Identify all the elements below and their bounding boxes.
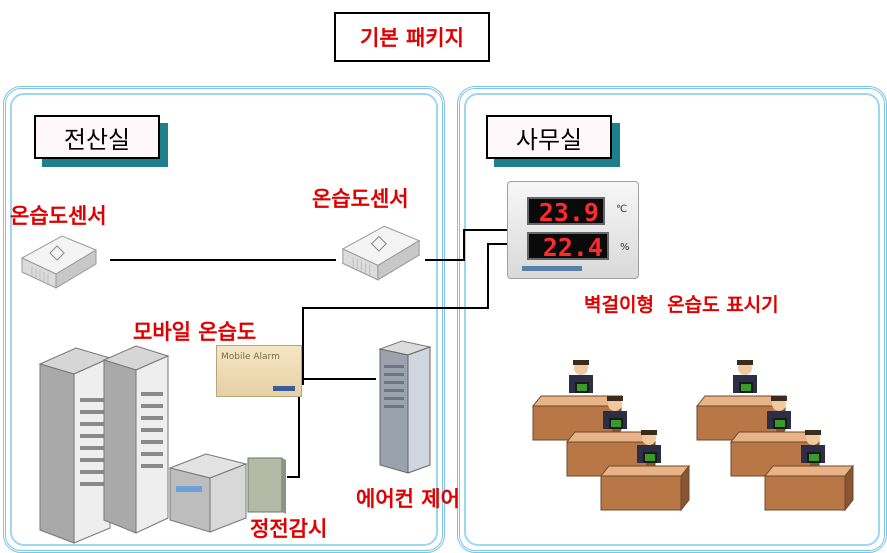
office-sensor-label: 온습도센서: [312, 187, 409, 211]
display-humid-panel: 22.4: [527, 232, 609, 262]
wall-display-device: 23.9 ℃ 22.4 %: [507, 181, 639, 279]
page-title: 기본 패키지: [334, 12, 490, 62]
server-room-panel-inner: [10, 93, 438, 546]
sensor-to-display-h: [425, 259, 465, 261]
air-conditioner-icon: [378, 340, 432, 474]
mobile-to-display-v2: [487, 243, 489, 309]
server-rack-icon: [38, 345, 170, 544]
server-room-sensor-label: 온습도센서: [10, 204, 107, 228]
office-desks-illustration: [532, 360, 854, 511]
display-temp-panel: 23.9: [527, 197, 605, 227]
page-title-text: 기본 패키지: [360, 26, 464, 50]
mobile-to-display-h: [302, 307, 489, 309]
mobile-alarm-badge: [273, 386, 295, 391]
desk-group-left: [532, 360, 690, 511]
ups-unit-icon: [168, 453, 248, 533]
mobile-to-aircon-line: [304, 378, 376, 380]
office-panel-inner: [464, 93, 880, 546]
mobile-to-display-h2: [487, 243, 515, 245]
mobile-alarm-text: Mobile Alarm: [221, 352, 280, 362]
display-temp-value: 23.9: [538, 198, 599, 227]
display-humid-unit: %: [620, 242, 630, 253]
display-brand-strip: [522, 266, 582, 271]
server-room-tag-text: 전산실: [63, 125, 131, 154]
sensor-link-line: [110, 259, 336, 261]
desk-group-right: [696, 360, 854, 511]
mobile-sensor-label: 모바일 온습도: [133, 320, 257, 344]
display-temp-unit: ℃: [616, 204, 628, 215]
mobile-to-display-v1: [302, 307, 304, 385]
office-tag: 사무실: [486, 115, 612, 159]
display-label: 벽걸이형 온습도 표시기: [584, 294, 779, 316]
server-room-sensor-icon: [20, 235, 98, 289]
server-room-panel: [3, 86, 445, 553]
office-sensor-icon: [341, 225, 421, 281]
aircon-label: 에어컨 제어: [356, 487, 460, 511]
power-monitor-label: 정전감시: [250, 517, 328, 541]
server-room-tag: 전산실: [34, 115, 160, 159]
mobile-to-power-h: [287, 476, 300, 478]
office-panel: [457, 86, 887, 553]
mobile-to-power-v: [298, 395, 300, 477]
sensor-to-display-v: [463, 229, 465, 261]
mobile-alarm-device: Mobile Alarm: [216, 345, 302, 397]
power-monitor-device: [247, 457, 286, 514]
sensor-to-display-h2: [463, 229, 515, 231]
office-tag-text: 사무실: [515, 125, 583, 154]
display-humid-value: 22.4: [542, 233, 603, 262]
